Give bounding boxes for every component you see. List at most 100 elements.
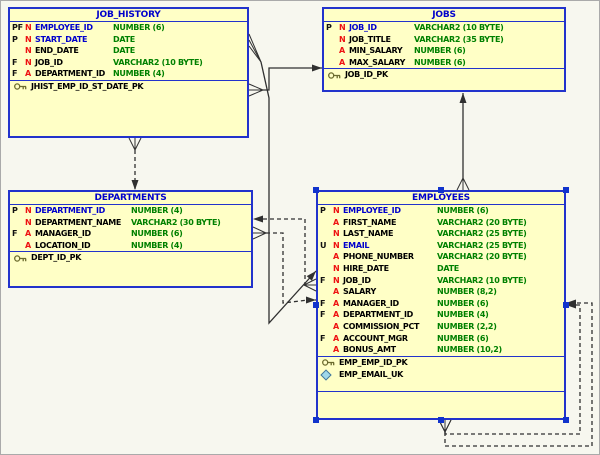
- key-row-emp_emp_id_pk: EMP_EMP_ID_PK: [318, 357, 564, 369]
- mandatory-flag: A: [333, 287, 339, 297]
- selection-handle[interactable]: [563, 187, 569, 193]
- column-name: LOCATION_ID: [35, 240, 91, 250]
- key-flag: F: [12, 229, 18, 239]
- selection-handle[interactable]: [313, 187, 319, 193]
- key-icon: [328, 71, 341, 84]
- column-name: MIN_SALARY: [349, 46, 403, 56]
- relationship-dept-mgr-fk[interactable]: [252, 226, 316, 304]
- column-type: VARCHAR2 (30 BYTE): [131, 217, 221, 227]
- selection-handle[interactable]: [438, 417, 444, 423]
- column-name: EMPLOYEE_ID: [343, 206, 401, 215]
- mandatory-flag: A: [333, 252, 339, 262]
- column-type: VARCHAR2 (20 BYTE): [437, 252, 527, 262]
- key-flag: P: [326, 23, 332, 32]
- crows-foot-icon: [303, 278, 317, 286]
- column-type: NUMBER (6): [437, 298, 489, 308]
- key-name: EMP_EMAIL_UK: [339, 369, 404, 379]
- mandatory-flag: A: [339, 46, 345, 56]
- column-type: VARCHAR2 (25 BYTE): [437, 240, 527, 250]
- key-flag: P: [320, 206, 326, 215]
- column-name: FIRST_NAME: [343, 217, 397, 227]
- selection-handle[interactable]: [438, 187, 444, 193]
- selection-handle[interactable]: [563, 302, 569, 308]
- relationship-line[interactable]: [266, 232, 316, 304]
- column-name: HIRE_DATE: [343, 263, 389, 273]
- column-type: VARCHAR2 (10 BYTE): [414, 23, 504, 32]
- column-type: NUMBER (6): [414, 46, 466, 56]
- column-name: COMMISSION_PCT: [343, 321, 420, 331]
- relationship-emp-job-fk[interactable]: [456, 93, 470, 191]
- column-type: NUMBER (6): [437, 206, 489, 215]
- key-flag: F: [12, 69, 18, 79]
- crows-foot-icon: [248, 45, 262, 63]
- column-type: VARCHAR2 (35 BYTE): [414, 34, 504, 44]
- crows-foot-icon: [128, 137, 136, 151]
- mandatory-flag: A: [333, 345, 339, 355]
- column-type: NUMBER (8,2): [437, 287, 497, 297]
- mandatory-flag: A: [25, 229, 31, 239]
- column-type: VARCHAR2 (20 BYTE): [437, 217, 527, 227]
- column-name: MANAGER_ID: [343, 298, 399, 308]
- mandatory-flag: A: [333, 310, 339, 320]
- crows-foot-icon: [444, 419, 452, 433]
- key-row-dept_id_pk: DEPT_ID_PK: [10, 252, 251, 264]
- column-name: JOB_ID: [343, 275, 371, 285]
- column-row-first_name: A FIRST_NAME VARCHAR2 (20 BYTE): [318, 217, 564, 229]
- column-name: START_DATE: [35, 34, 88, 44]
- relationship-emp-dept-fk[interactable]: [253, 215, 317, 292]
- mandatory-flag: N: [339, 23, 346, 32]
- relationship-jhist-emp-fk[interactable]: [248, 33, 317, 325]
- column-name: MAX_SALARY: [349, 57, 406, 67]
- column-name: MANAGER_ID: [35, 229, 91, 239]
- relationship-line[interactable]: [260, 61, 317, 325]
- column-type: NUMBER (4): [131, 240, 183, 250]
- relationship-line[interactable]: [444, 302, 593, 447]
- relationship-line[interactable]: [263, 67, 322, 91]
- relationship-jhist-dept-fk[interactable]: [128, 137, 142, 190]
- mandatory-flag: A: [333, 217, 339, 227]
- column-type: NUMBER (4): [437, 310, 489, 320]
- unique-icon: [320, 369, 332, 381]
- key-flag: P: [12, 34, 18, 44]
- key-flag: PF: [12, 23, 23, 32]
- column-name: SALARY: [343, 287, 376, 297]
- column-name: BONUS_AMT: [343, 345, 396, 355]
- key-list: JOB_ID_PK: [324, 68, 564, 81]
- relationship-line[interactable]: [253, 218, 306, 286]
- unique-diamond-shape: [320, 369, 332, 381]
- column-type: NUMBER (6): [113, 23, 165, 32]
- relationship-jhist-job-fk[interactable]: [248, 64, 322, 97]
- entity-title-jobs: JOBS: [324, 9, 564, 22]
- mandatory-flag: N: [25, 23, 32, 32]
- column-name: DEPARTMENT_ID: [35, 206, 105, 215]
- mandatory-flag: A: [25, 69, 31, 79]
- key-flag: F: [320, 310, 326, 320]
- column-list: P N EMPLOYEE_ID NUMBER (6) A FIRST_NAME VARCHA…: [318, 205, 564, 356]
- crows-foot-icon: [134, 137, 142, 151]
- selection-handle[interactable]: [563, 417, 569, 423]
- crows-foot-icon: [462, 177, 470, 191]
- key-section-separator: [318, 391, 564, 392]
- selection-handle[interactable]: [313, 417, 319, 423]
- mandatory-flag: N: [333, 240, 340, 250]
- column-name: EMPLOYEE_ID: [35, 23, 93, 32]
- mandatory-flag: N: [25, 217, 32, 227]
- column-name: END_DATE: [35, 46, 79, 56]
- column-type: NUMBER (6): [414, 57, 466, 67]
- selection-handle[interactable]: [313, 302, 319, 308]
